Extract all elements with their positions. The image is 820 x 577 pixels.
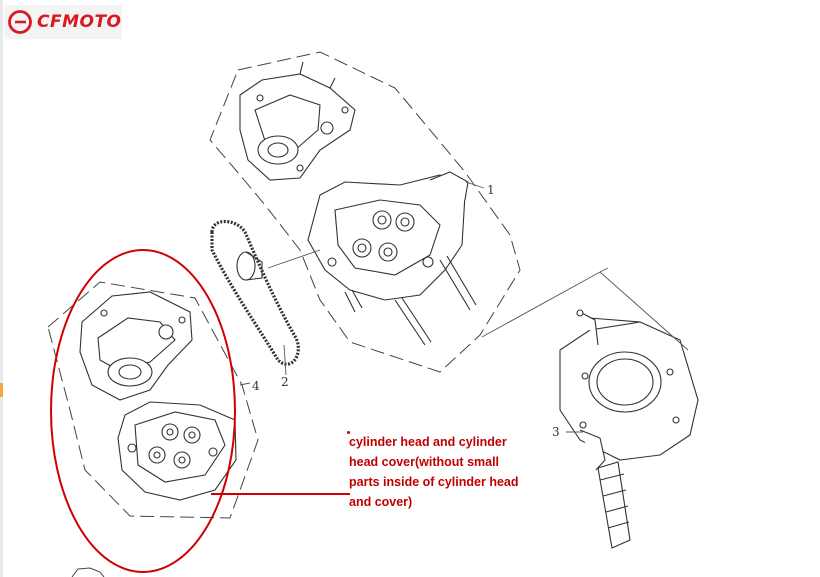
callout-1: 1 — [487, 183, 495, 197]
scroll-marker — [0, 383, 3, 397]
leader-line-1 — [465, 181, 485, 189]
leader-line-2b — [283, 344, 287, 376]
leader-lines — [239, 181, 689, 433]
annotation-line-3: parts inside of cylinder head — [349, 475, 519, 489]
cylinder-drawing — [559, 309, 699, 549]
part4-head-drawing — [117, 401, 237, 501]
brand-logo: CFMOTO — [4, 5, 122, 39]
annotation-line-2: head cover(without small — [349, 455, 500, 469]
callout-3: 3 — [552, 425, 560, 439]
cylinder-head-cover-drawing — [239, 61, 356, 181]
annotation-bullet — [347, 431, 350, 434]
annotation-line-4: and cover) — [349, 495, 413, 509]
cfmoto-logo-icon — [8, 10, 32, 34]
cylinder-head-drawing — [307, 171, 477, 346]
timing-chain-drawing — [210, 219, 300, 366]
annotation-line-1: cylinder head and cylinder — [349, 435, 507, 449]
group-outline-part-1 — [209, 51, 521, 373]
brand-name: CFMOTO — [37, 12, 122, 32]
partial-part-drawing — [71, 567, 105, 577]
red-highlight — [50, 249, 350, 573]
part4-cover-drawing — [79, 291, 193, 401]
window-left-edge — [0, 0, 3, 577]
leader-line-4 — [239, 382, 251, 386]
group-outline-part-4 — [47, 281, 259, 519]
leader-line-2 — [267, 249, 321, 269]
callout-2: 2 — [281, 375, 289, 389]
highlight-ellipse — [50, 249, 236, 573]
leader-line-3-connector — [481, 267, 689, 351]
annotation-text: cylinder head and cylinder head cover(wi… — [349, 432, 539, 512]
callout-4: 4 — [252, 379, 260, 393]
